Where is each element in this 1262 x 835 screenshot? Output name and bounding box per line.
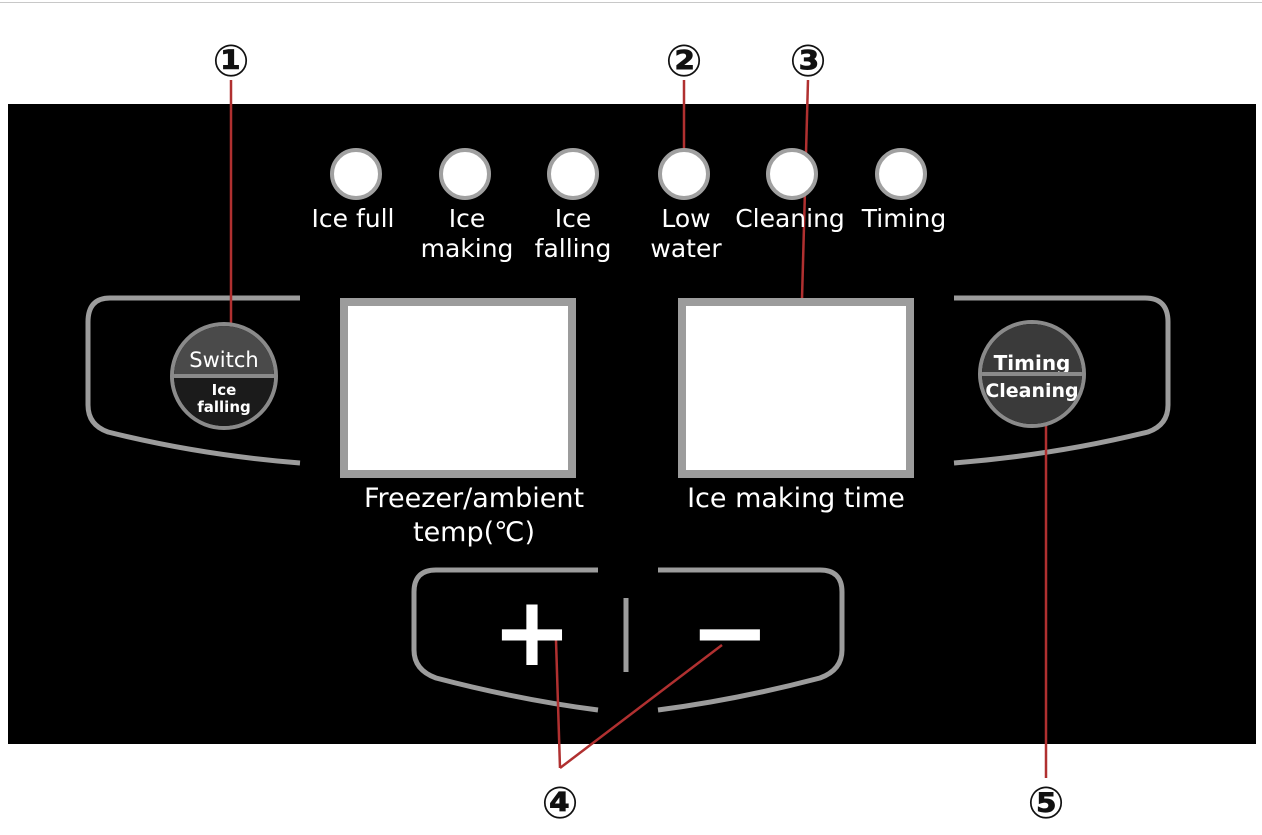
led-ice-full: [330, 148, 382, 200]
adjust-bezel-right: [657, 567, 845, 713]
led-cleaning: [766, 148, 818, 200]
timing-cleaning-button[interactable]: Timing Cleaning: [978, 320, 1086, 428]
callout-1: ①: [212, 36, 250, 87]
led-ice-falling: [547, 148, 599, 200]
plus-button[interactable]: +: [491, 576, 573, 688]
switch-label: Switch: [174, 326, 274, 376]
freezer-temp-display: [340, 298, 576, 478]
timing-label: Timing: [982, 324, 1082, 375]
led-timing: [875, 148, 927, 200]
led-ice-making: [439, 148, 491, 200]
adjust-bezel-left: [411, 567, 599, 713]
callout-3: ③: [789, 36, 827, 87]
leader-4a: [554, 639, 562, 769]
right-bezel-outline: [953, 295, 1171, 466]
indicator-label-cleaning: Cleaning: [735, 204, 845, 233]
indicator-label-ice-full: Ice full: [311, 204, 395, 233]
ice-making-time-display: [678, 298, 914, 478]
cleaning-label: Cleaning: [982, 374, 1082, 424]
ice-making-time-label: Ice making time: [687, 483, 905, 514]
callout-5: ⑤: [1027, 778, 1065, 829]
callout-4: ④: [541, 778, 579, 829]
left-bezel-outline: [85, 295, 301, 466]
led-low-water: [658, 148, 710, 200]
top-rule: [0, 2, 1262, 3]
minus-button[interactable]: −: [689, 576, 771, 688]
button-divider: [174, 374, 274, 378]
leader-4b: [559, 644, 723, 769]
callout-2: ②: [665, 36, 703, 87]
button-divider: [982, 372, 1082, 376]
indicator-label-timing: Timing: [861, 204, 947, 233]
